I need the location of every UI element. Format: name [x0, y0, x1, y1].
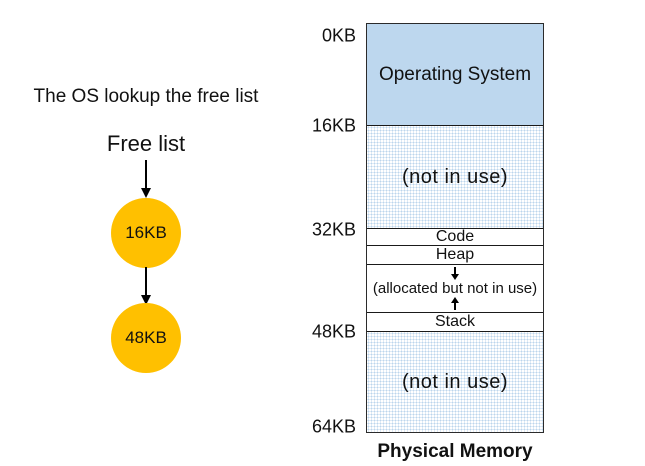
free-list-label: Free list [106, 131, 186, 156]
down-arrow-icon [140, 267, 152, 305]
segment-label: (not in use) [401, 165, 509, 188]
arrow-shaft [145, 267, 147, 295]
segment-label: Code [435, 228, 475, 245]
arrow-head [141, 295, 151, 305]
arrow-head [451, 274, 459, 280]
segment-label: Stack [434, 313, 475, 330]
address-label-0kb: 0KB [321, 25, 356, 46]
segment-operating-system: Operating System [367, 24, 543, 126]
node-label: 16KB [125, 223, 167, 242]
segment-label: Operating System [378, 63, 532, 85]
segment-label: (not in use) [401, 370, 509, 393]
segment-allocated-not-in-use: (allocated but not in use) [367, 265, 543, 313]
arrow-head [141, 188, 151, 198]
segment-stack: Stack [367, 313, 543, 332]
heap-growth-down-arrow-icon [450, 267, 460, 280]
address-label-16kb: 16KB [311, 115, 356, 136]
segment-label: (allocated but not in use) [372, 280, 538, 297]
address-label-32kb: 32KB [311, 219, 356, 240]
stack-growth-up-arrow-icon [450, 297, 460, 310]
free-list-node-48kb: 48KB [111, 303, 181, 373]
arrow-shaft [454, 267, 456, 274]
arrow-head [451, 297, 459, 303]
segment-code: Code [367, 229, 543, 246]
physical-memory-box: Operating System (not in use) Code Heap … [366, 23, 544, 433]
arrow-shaft [454, 303, 456, 310]
segment-label: Heap [435, 246, 475, 263]
segment-heap: Heap [367, 246, 543, 265]
address-label-48kb: 48KB [311, 321, 356, 342]
down-arrow-icon [140, 160, 152, 198]
physical-memory-caption: Physical Memory [377, 441, 533, 462]
segment-not-in-use-lower: (not in use) [367, 332, 543, 432]
arrow-shaft [145, 160, 147, 188]
diagram-caption: The OS lookup the free list [33, 86, 259, 107]
node-label: 48KB [125, 328, 167, 347]
segment-not-in-use-upper: (not in use) [367, 126, 543, 229]
free-list-node-16kb: 16KB [111, 198, 181, 268]
address-label-64kb: 64KB [311, 416, 356, 437]
